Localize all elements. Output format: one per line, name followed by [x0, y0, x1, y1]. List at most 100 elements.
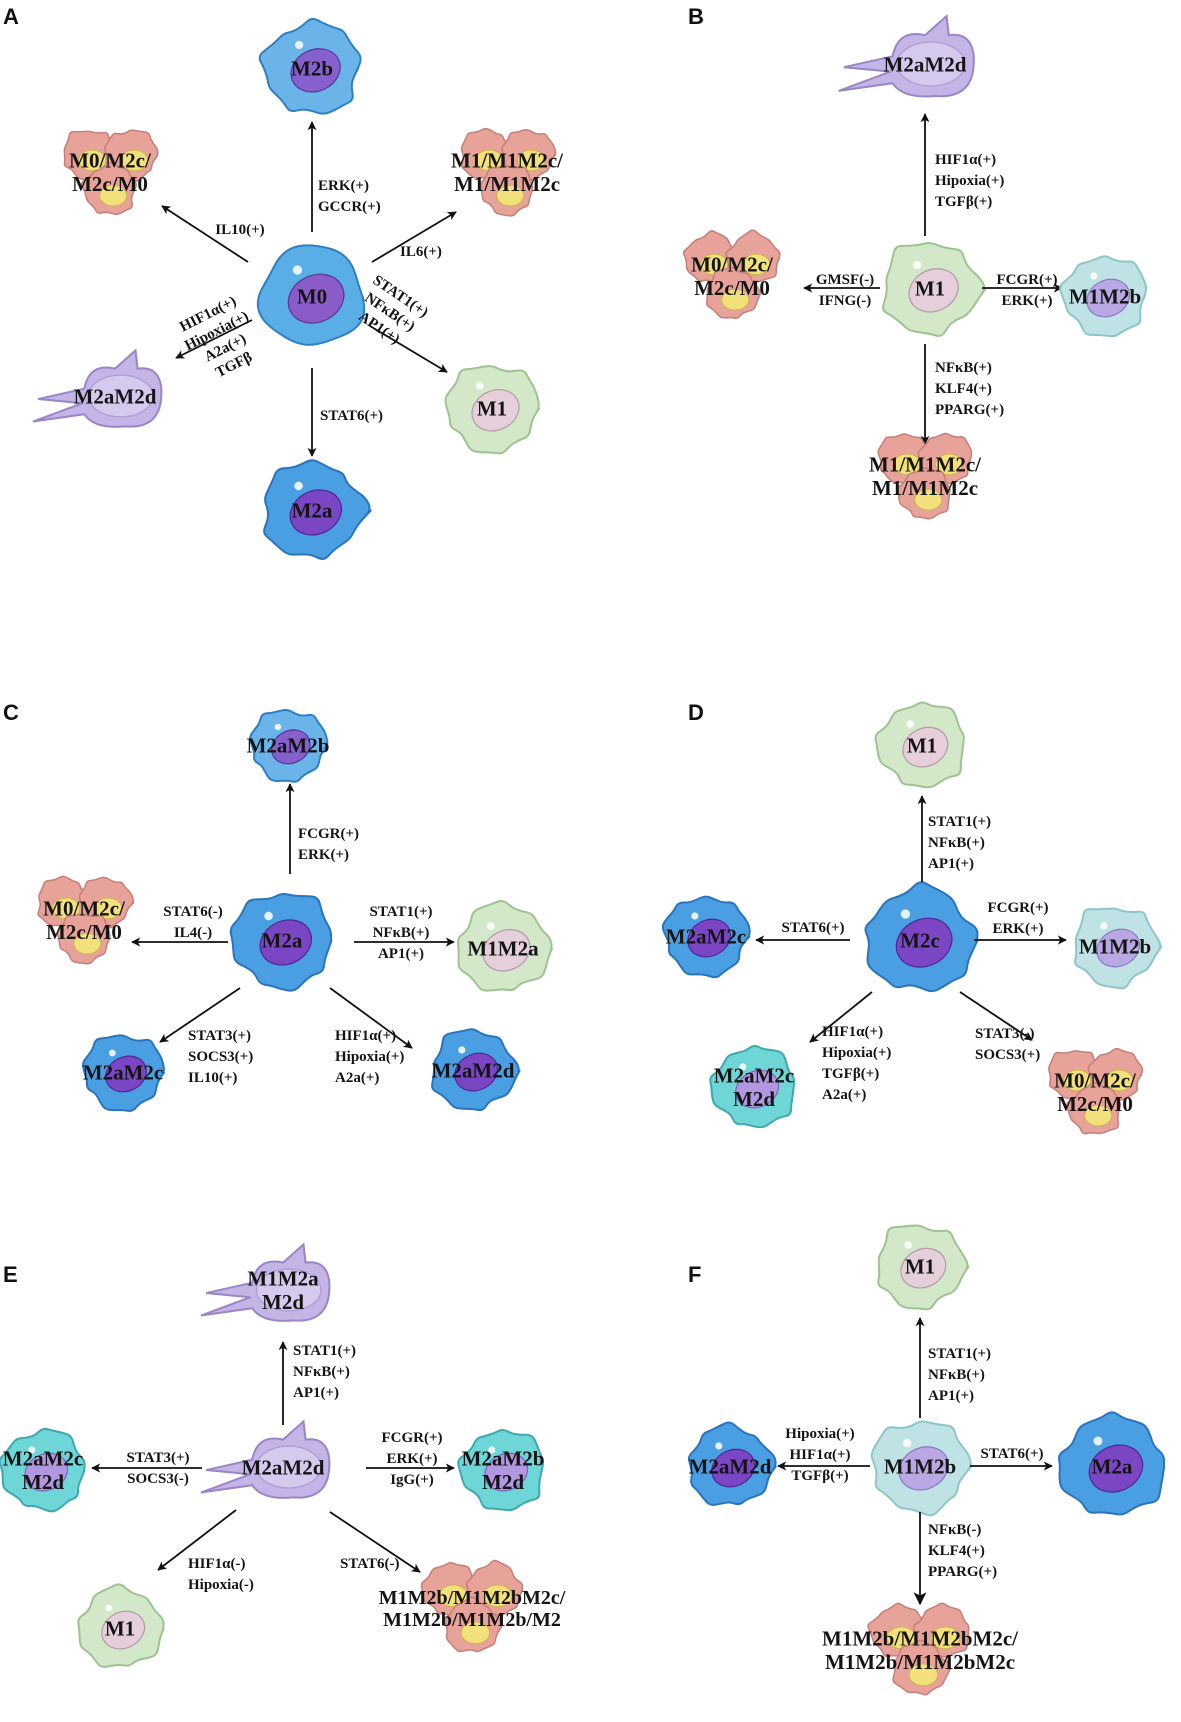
panel-c-cell-m0-m2c-m2c-m0: M0/M2c/M2c/M0 [37, 875, 135, 965]
panel-f-cell-m2am2d-conditions: Hipoxia(+)HIF1α(+)TGFβ(+) [785, 1426, 854, 1484]
panel-f-cell-m2a-label: M2a [1092, 1454, 1133, 1478]
panel-e-cell-m2am2bm2d-conditions-fcgr: FCGR(+) [381, 1430, 442, 1446]
panel-a-cell-m2b: M2b [258, 17, 362, 115]
panel-b-cell-m2am2d-conditions-hipoxia: Hipoxia(+) [935, 173, 1004, 189]
panel-f-cell-m1m2b-m1m2bm2c-m1m2b-m1m2bm2c-conditions-pparg: PPARG(+) [928, 1564, 997, 1580]
panel-a-cell-m1-m1m2c-m1-m1m2c-nucleus-2 [496, 184, 525, 207]
panel-b-cell-m1-m1m2c-m1-m1m2c: M1/M1M2c/M1/M1M2c [869, 432, 982, 520]
panel-c-cell-m1m2a: M1M2a [457, 900, 554, 992]
panel-c-center-cell-m2a-nucleus [259, 919, 313, 966]
panel-c-center-cell-m2a-highlight [264, 911, 273, 921]
panel-f-cell-m1-highlight [904, 1241, 913, 1249]
panel-d-cell-m1m2b-highlight [1100, 922, 1108, 930]
panel-c-arrow-to-m2am2c [159, 987, 241, 1043]
panel-letter-a: A [3, 4, 19, 29]
panel-b-cell-m1-m1m2c-m1-m1m2c-nucleus-1 [935, 453, 964, 476]
panel-d-cell-m2am2c-conditions: STAT6(+) [782, 920, 845, 936]
panel-b-cell-m1m2b-highlight [1090, 272, 1098, 280]
panel-b-cell-m0-m2c-m2c-m0-conditions-gmsf: GMSF(-) [816, 272, 874, 288]
panel-c-cell-m1m2a-nucleus [482, 929, 531, 972]
panel-a-cell-m1-m1m2c-m1-m1m2c-conditions-il6: IL6(+) [400, 244, 442, 260]
panel-f-center-cell-m1m2b: M1M2b [870, 1420, 973, 1517]
panel-f-cell-m1m2b-m1m2bm2c-m1m2b-m1m2bm2c-conditions: NFκB(-)KLF4(+)PPARG(+) [928, 1522, 997, 1580]
panel-f-cell-m2am2d-nucleus [711, 1448, 756, 1488]
panel-b-cell-m0-m2c-m2c-m0-label: M0/M2c/ [691, 253, 774, 277]
panel-a-cell-m0-m2c-m2c-m0-nucleus-2 [99, 184, 128, 207]
panel-c-cell-m1m2a-conditions-ap1: AP1(+) [378, 946, 424, 962]
panel-c-cell-m1m2a-highlight [486, 922, 495, 930]
panel-c-cell-m0-m2c-m2c-m0-nucleus-1 [94, 897, 123, 920]
panel-a-arrow-to-m2am2d [175, 319, 253, 359]
panel-e-cell-m2am2cm2d-label: M2aM2c [3, 1447, 83, 1471]
panel-c-cell-m2am2c-highlight [108, 1049, 116, 1057]
panel-a-cell-m2am2d: M2aM2d [32, 348, 163, 428]
panel-d-cell-m1-nucleus [902, 726, 949, 768]
panel-b-center-cell-m1: M1 [882, 241, 987, 337]
panel-a-cell-m1-m1m2c-m1-m1m2c-label: M1/M1M2c [454, 172, 560, 196]
panel-a-cell-m2a-conditions: STAT6(+) [320, 408, 383, 424]
panel-b-cell-m0-m2c-m2c-m0-conditions: GMSF(-)IFNG(-) [816, 272, 874, 309]
panel-c-cell-m2am2b-label: M2aM2b [247, 733, 330, 757]
panel-d-cell-m2am2cm2d-nucleus [735, 1069, 780, 1109]
panel-e-cell-m2am2bm2d-conditions-igg: IgG(+) [390, 1472, 434, 1488]
panel-a-cell-m2am2d-nucleus [87, 374, 154, 418]
panel-b-cell-m1m2b-conditions: FCGR(+)ERK(+) [996, 272, 1057, 309]
panel-d-cell-m2am2cm2d-conditions-hipoxia: Hipoxia(+) [822, 1045, 891, 1061]
panel-d-cell-m2am2c-highlight [691, 912, 699, 920]
panel-d-cell-m0-m2c-m2c-m0-label: M2c/M0 [1057, 1092, 1133, 1116]
panel-d-cell-m1m2b-conditions-fcgr: FCGR(+) [987, 900, 1048, 916]
panel-b-cell-m1m2b: M1M2b [1059, 255, 1148, 338]
panel-c-cell-m0-m2c-m2c-m0-label: M2c/M0 [46, 920, 122, 944]
panel-e-cell-m1-conditions-hif1: HIF1α(-) [188, 1556, 246, 1572]
panel-e-cell-m1m2b-m1m2bm2c-m1m2b-m1m2b-m2-nucleus-1 [482, 1584, 513, 1608]
panel-letter-b: B [688, 4, 704, 29]
panel-c-cell-m1m2a-label: M1M2a [467, 936, 539, 960]
panel-b-cell-m0-m2c-m2c-m0-nucleus-2 [721, 288, 750, 311]
panel-a-cell-m0-m2c-m2c-m0-nucleus-1 [120, 149, 149, 172]
panel-b-cell-m1m2b-label: M1M2b [1069, 284, 1141, 308]
panel-e-cell-m1-conditions-hipoxia: Hipoxia(-) [188, 1577, 254, 1593]
panel-e-center-cell-m2am2d: M2aM2d [200, 1419, 331, 1499]
panel-d-arrow-to-m2am2cm2d [809, 991, 873, 1043]
panel-e-cell-m1m2b-m1m2bm2c-m1m2b-m1m2b-m2-nucleus-2 [460, 1621, 491, 1645]
panel-e-cell-m1m2b-m1m2bm2c-m1m2b-m1m2b-m2-label: M1M2b/M1M2bM2c/ [379, 1587, 566, 1609]
panel-a-cell-m1-m1m2c-m1-m1m2c: M1/M1M2c/M1/M1M2c [451, 127, 564, 217]
panel-d-cell-m2am2cm2d-conditions-a2a: A2a(+) [822, 1087, 866, 1103]
panel-c-cell-m2am2c-conditions-stat3: STAT3(+) [188, 1028, 251, 1044]
panel-d-cell-m2am2c-label: M2aM2c [666, 924, 746, 948]
panel-a-arrow-to-m1 [369, 325, 448, 373]
panel-c-cell-m2am2c: M2aM2c [81, 1034, 166, 1112]
panel-a-cell-m1-conditions: STAT1(+)NFκB(+)AP1(+) [355, 272, 430, 347]
panel-d-cell-m1m2b-nucleus [1096, 928, 1141, 968]
panel-e-cell-m2am2cm2d-label: M2d [22, 1470, 64, 1494]
panel-f-cell-m2a-conditions-stat6: STAT6(+) [981, 1446, 1044, 1462]
panel-e-center-cell-m2am2d-nucleus [255, 1445, 322, 1489]
panel-f-cell-m1m2b-m1m2bm2c-m1m2b-m1m2bm2c-conditions-nf-b: NFκB(-) [928, 1522, 981, 1538]
panel-e-cell-m2am2cm2d-highlight [28, 1446, 36, 1454]
panel-c-cell-m2am2d: M2aM2d [431, 1028, 521, 1112]
panel-b-cell-m1-m1m2c-m1-m1m2c-label: M1/M1M2c/ [869, 453, 982, 477]
panel-c-cell-m2am2d-conditions-hipoxia: Hipoxia(+) [335, 1049, 404, 1065]
panel-d-cell-m1m2b-conditions-erk: ERK(+) [992, 921, 1043, 937]
panel-c-cell-m2am2b-conditions: FCGR(+)ERK(+) [298, 826, 359, 863]
panel-f-cell-m2am2d-highlight [715, 1442, 723, 1450]
panel-b-cell-m1m2b-conditions-fcgr: FCGR(+) [996, 272, 1057, 288]
panel-b-center-cell-m1-nucleus [908, 268, 959, 313]
panel-a-cell-m2a-label: M2a [292, 498, 333, 522]
panel-a-cell-m2am2d-label: M2aM2d [74, 384, 157, 408]
panel-c-cell-m0-m2c-m2c-m0-label: M0/M2c/ [43, 897, 126, 921]
panel-d-cell-m1m2b-conditions: FCGR(+) ERK(+) [987, 900, 1048, 937]
panel-b-cell-m0-m2c-m2c-m0: M0/M2c/M2c/M0 [682, 229, 781, 319]
panel-e-cell-m2am2bm2d-nucleus [484, 1452, 529, 1492]
panel-letter-f: F [688, 1262, 701, 1287]
panel-f-cell-m1m2b-m1m2bm2c-m1m2b-m1m2bm2c-nucleus-2 [908, 1663, 939, 1687]
panel-d-cell-m2am2c-nucleus [687, 918, 732, 958]
panel-e-cell-m2am2bm2d-conditions-erk: ERK(+) [386, 1451, 437, 1467]
panel-f-cell-m2am2d: M2aM2d [687, 1421, 777, 1506]
panel-e-cell-m2am2cm2d-nucleus [24, 1452, 69, 1492]
panel-f-cell-m1: M1 [877, 1224, 970, 1311]
panel-d-arrow-to-m0-m2c-m2c-m0 [959, 991, 1033, 1041]
panel-a-cell-m2a-nucleus [289, 489, 343, 536]
panel-d-cell-m1-conditions: STAT1(+)NFκB(+)AP1(+) [928, 814, 991, 872]
